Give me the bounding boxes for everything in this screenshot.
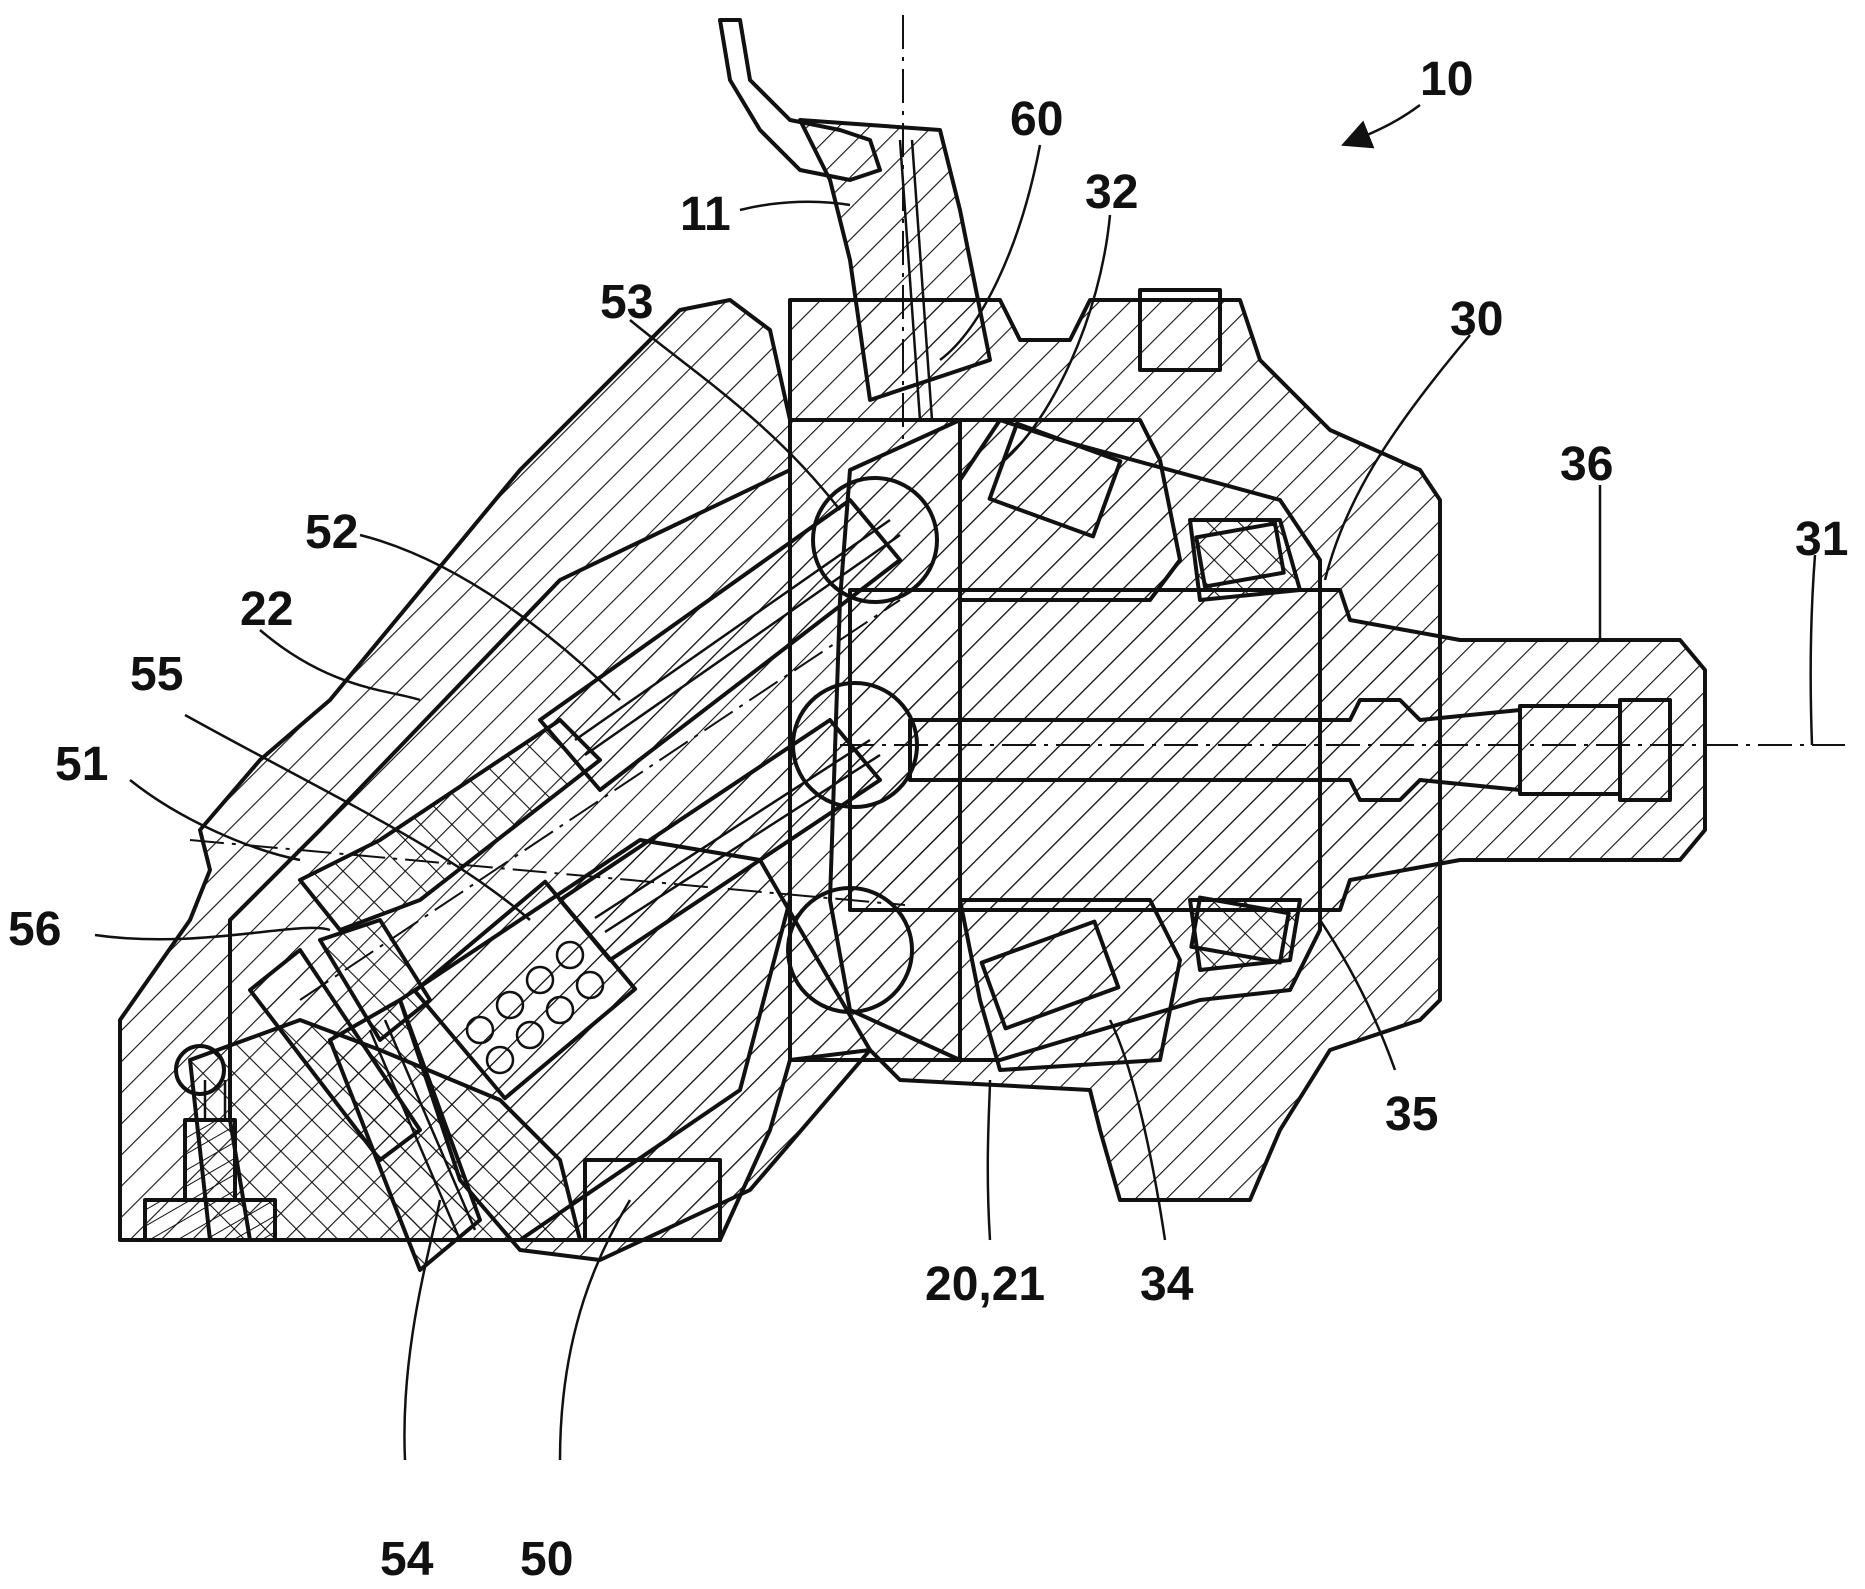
label-30: 30 — [1450, 293, 1503, 346]
label-60: 60 — [1010, 93, 1063, 146]
label-20-21: 20,21 — [925, 1258, 1045, 1311]
label-54: 54 — [380, 1533, 434, 1586]
label-52: 52 — [305, 506, 358, 559]
label-36: 36 — [1560, 438, 1613, 491]
label-35: 35 — [1385, 1088, 1438, 1141]
label-32: 32 — [1085, 166, 1138, 219]
label-11: 11 — [680, 188, 731, 241]
label-53: 53 — [600, 276, 653, 329]
label-31: 31 — [1795, 513, 1848, 566]
label-55: 55 — [130, 648, 183, 701]
label-50: 50 — [520, 1533, 573, 1586]
label-51: 51 — [55, 738, 108, 791]
label-34: 34 — [1140, 1258, 1194, 1311]
label-10: 10 — [1420, 53, 1473, 106]
label-56: 56 — [8, 903, 61, 956]
label-22: 22 — [240, 583, 293, 636]
shaft-30 — [850, 590, 1705, 910]
